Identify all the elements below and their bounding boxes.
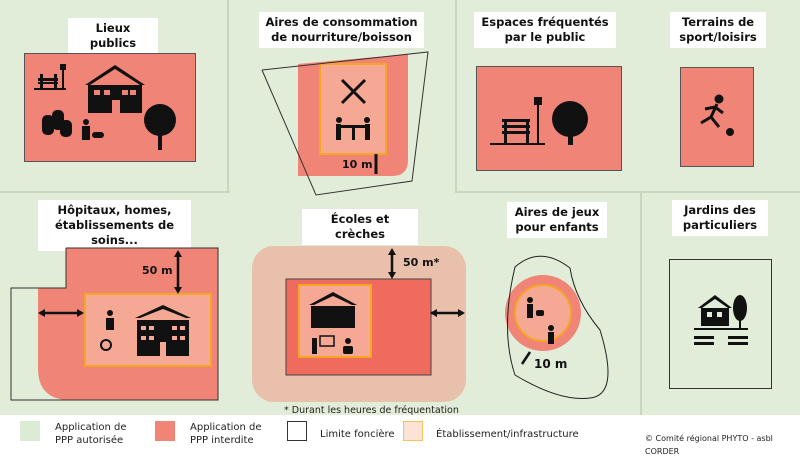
legend-swatch-forbidden xyxy=(155,421,175,441)
panel-title-espaces-frequentes: Espaces fréquentés par le public xyxy=(474,12,616,48)
panel-title-hopitaux: Hôpitaux, homes, établissements de soins… xyxy=(38,200,191,251)
distance-label: 10 m xyxy=(534,357,568,371)
house-garden-icon xyxy=(694,295,748,345)
property-boundary xyxy=(669,259,772,389)
legend-label: Application de PPP interdite xyxy=(190,422,262,446)
divider xyxy=(0,191,230,193)
legend-swatch-establishment xyxy=(403,421,423,441)
distance-label: 50 m* xyxy=(403,256,440,269)
panel-title-aires-jeux: Aires de jeux pour enfants xyxy=(507,202,607,238)
football-player-icon xyxy=(700,94,734,136)
panel-title-jardins: Jardins des particuliers xyxy=(672,200,768,236)
hospital-diagram xyxy=(10,247,219,401)
forbidden-zone xyxy=(476,66,622,171)
divider xyxy=(640,192,642,415)
copyright: © Comité régional PHYTO - asbl CORDER xyxy=(645,434,773,456)
playground-diagram xyxy=(505,255,609,399)
legend-swatch-allowed xyxy=(20,421,40,441)
panel-title-aires-consommation: Aires de consommation de nourriture/bois… xyxy=(259,12,424,48)
public-places-icons xyxy=(34,64,176,150)
park-icon xyxy=(490,97,588,145)
divider xyxy=(455,0,457,192)
panel-title-terrains-sport: Terrains de sport/loisirs xyxy=(670,12,766,48)
distance-label: 10 m xyxy=(342,158,373,171)
legend-label: Limite foncière xyxy=(320,429,395,440)
school-diagram xyxy=(252,246,466,402)
divider xyxy=(227,0,229,192)
forbidden-zone xyxy=(680,67,754,167)
legend-label: Application de PPP autorisée xyxy=(55,422,127,446)
distance-label: 50 m xyxy=(142,264,173,277)
legend-label: Établissement/infrastructure xyxy=(436,429,579,440)
footnote: * Durant les heures de fréquentation xyxy=(284,405,459,416)
panel-title-lieux-publics: Lieux publics xyxy=(68,18,158,54)
panel-title-ecoles: Écoles et crèches xyxy=(302,209,418,245)
divider xyxy=(455,191,800,193)
legend-swatch-boundary xyxy=(287,421,307,441)
consumption-area-diagram xyxy=(261,51,429,196)
